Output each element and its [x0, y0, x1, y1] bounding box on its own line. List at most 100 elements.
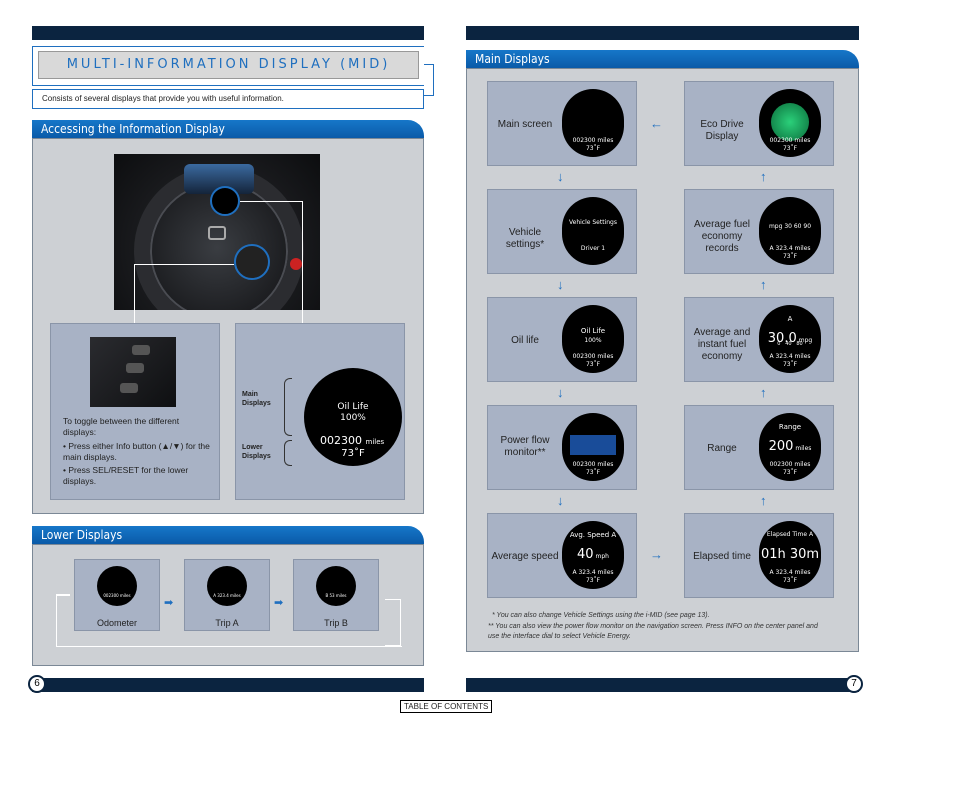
screen-temp: 73˚F — [782, 469, 798, 476]
main-display-label: Average and instant fuel economy — [693, 327, 751, 362]
bullet-info: • Press either Info button (▲/▼) for the… — [63, 441, 210, 462]
page-title: MULTI-INFORMATION DISPLAY (MID) — [66, 57, 391, 72]
table-of-contents-link[interactable]: TABLE OF CONTENTS — [400, 700, 493, 713]
lower-readout: A 323.4 miles — [213, 593, 241, 598]
loop-line-left — [56, 596, 57, 647]
screen-temp: 73˚F — [782, 361, 798, 368]
main-display-label: Average speed — [491, 551, 559, 562]
top-bar-left — [32, 26, 424, 40]
screen-temp: 73˚F — [782, 253, 798, 260]
lower-display-screen: A 323.4 miles — [207, 566, 247, 606]
screen-main-text: mpg 30 60 90 — [768, 223, 812, 230]
lower-display-label: Trip A — [215, 618, 239, 628]
section-heading-lower: Lower Displays — [32, 526, 424, 544]
arrow-up-icon: ↑ — [760, 277, 767, 292]
footnote-2: ** You can also view the power flow moni… — [488, 623, 818, 640]
main-display-label: Eco Drive Display — [700, 119, 744, 142]
screen-big-row: 01h 30m — [759, 543, 821, 562]
main-brace-icon — [284, 378, 292, 436]
screen-temp: 73˚F — [782, 577, 798, 584]
section-heading-main: Main Displays — [466, 50, 859, 68]
arrow-down-icon: ↓ — [557, 493, 564, 508]
loop-arrow-icon — [56, 594, 70, 596]
screen-odo: 002300 miles — [572, 461, 614, 468]
lower-brace-icon — [284, 440, 292, 466]
power-flow-icon — [570, 435, 616, 455]
screen-temp: 73˚F — [585, 469, 601, 476]
main-display-label: Range — [707, 443, 737, 454]
main-display-label: Average fuel economy records — [694, 219, 750, 254]
mid-callout-circle — [210, 186, 240, 216]
main-display-label: Elapsed time — [693, 551, 751, 562]
title-frame — [32, 46, 424, 86]
button-closeup-photo — [90, 337, 176, 407]
screen-odo: A 323.4 miles — [769, 245, 811, 252]
screen-temp: 73˚F — [585, 361, 601, 368]
title-box — [38, 51, 419, 79]
section-heading-accessing: Accessing the Information Display — [32, 120, 424, 138]
steering-wheel-photo — [114, 154, 320, 310]
callout-line-v1 — [302, 201, 303, 323]
sample-odo-row: 002300 miles — [320, 434, 384, 447]
footnote-1: * You can also change Vehicle Settings u… — [492, 612, 710, 619]
arrow-up-icon: ↑ — [760, 169, 767, 184]
info-down-button-icon — [126, 363, 144, 373]
screen-big-value: 40 — [576, 547, 594, 562]
screen-sub-text: 100% — [584, 337, 602, 344]
main-display-label: Vehicle settings* — [505, 227, 545, 250]
page-number-left: 6 — [28, 675, 46, 693]
arrow-down-icon: ↓ — [557, 277, 564, 292]
main-display-label: Oil life — [511, 335, 539, 346]
screen-main-text: Avg. Speed A — [569, 531, 617, 539]
arrow-down-icon: ↓ — [557, 169, 564, 184]
honda-logo-icon — [208, 226, 226, 240]
screen-temp: 73˚F — [782, 145, 798, 152]
screen-temp: 73˚F — [585, 145, 601, 152]
sample-line1: Oil Life — [337, 402, 369, 412]
arrow-right-icon: ➡ — [274, 597, 284, 609]
screen-main-text: Vehicle Settings — [569, 219, 617, 226]
main-display-label: Power flow monitor** — [500, 435, 550, 458]
screen-odo: 002300 miles — [572, 137, 614, 144]
arrow-right-icon: → — [650, 547, 663, 562]
arrow-up-icon: ↑ — [760, 385, 767, 400]
loop-line-bottom — [56, 646, 402, 647]
info-up-button-icon — [132, 345, 150, 355]
arrow-down-icon: ↓ — [557, 385, 564, 400]
toggle-text: To toggle between the different displays… — [63, 416, 180, 437]
screen-main-text: Oil Life — [580, 327, 606, 335]
intro-text: Consists of several displays that provid… — [42, 94, 284, 103]
screen-odo: 002300 miles — [572, 353, 614, 360]
bottom-bar-right — [466, 678, 859, 692]
lower-display-label: Trip B — [324, 618, 348, 628]
screen-big-value: 01h 30m — [760, 547, 820, 562]
screen-odo: 002300 miles — [769, 137, 811, 144]
sample-temp: 73˚F — [341, 448, 365, 459]
lower-displays-label: Lower Displays — [242, 444, 271, 460]
intro-box — [32, 89, 424, 109]
eco-glow-icon — [771, 103, 809, 141]
screen-unit: miles — [795, 445, 812, 452]
screen-temp: 73˚F — [585, 577, 601, 584]
button-callout-circle — [234, 244, 270, 280]
screen-scale: 0 40 80 — [777, 341, 803, 347]
bottom-bar-left — [32, 678, 424, 692]
loop-line-right — [385, 599, 401, 646]
lower-display-screen: B 53 miles — [316, 566, 356, 606]
page-number-right: 7 — [845, 675, 863, 693]
main-display-label: Main screen — [497, 119, 553, 130]
start-button-icon — [290, 258, 302, 270]
screen-main-text: A — [787, 315, 793, 323]
sample-mid-screen: Oil Life 100% 002300 miles 73˚F — [304, 368, 402, 466]
top-bar-right — [466, 26, 859, 40]
